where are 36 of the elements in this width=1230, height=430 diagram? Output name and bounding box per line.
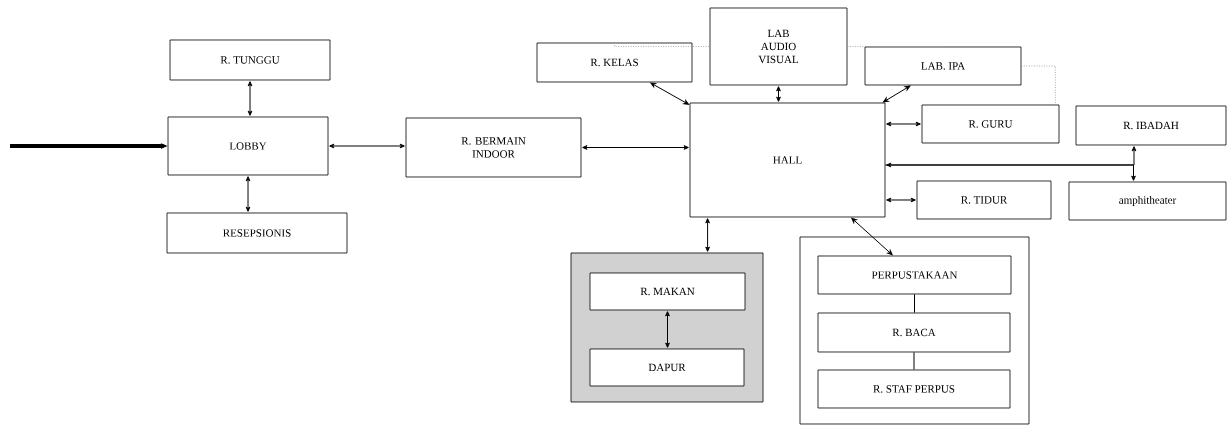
room-box: LAB. IPA — [864, 46, 1022, 86]
arrow — [776, 86, 781, 102]
room-box: R. GURU — [921, 104, 1060, 144]
connector-line — [913, 351, 915, 371]
arrow — [705, 218, 710, 252]
arrow — [884, 146, 1137, 166]
room-box: R. TUNGGU — [169, 39, 331, 81]
arrow — [886, 162, 1136, 181]
arrow — [329, 143, 405, 149]
arrow — [247, 81, 253, 116]
arrow — [650, 82, 689, 105]
room-box: RESEPSIONIS — [166, 212, 348, 254]
arrow — [582, 145, 689, 150]
room-box: LAB AUDIO VISUAL — [709, 7, 848, 86]
arrow — [886, 121, 921, 127]
room-box: R. MAKAN — [589, 272, 746, 311]
arrow — [886, 197, 916, 203]
room-box: R. IBADAH — [1075, 105, 1227, 146]
room-box: R. KELAS — [536, 42, 693, 83]
connector-line — [847, 46, 944, 47]
room-box: LOBBY — [167, 116, 329, 176]
arrow — [665, 311, 670, 348]
room-box: R. BACA — [817, 312, 1011, 353]
room-box: PERPUSTAKAAN — [817, 255, 1012, 295]
arrow — [245, 176, 251, 212]
connector-line — [1021, 65, 1056, 105]
room-box: R. BERMAIN INDOOR — [405, 117, 582, 178]
room-box: DAPUR — [589, 348, 745, 387]
connector-line — [614, 42, 710, 47]
room-box: HALL — [689, 102, 886, 218]
room-box: R. TIDUR — [916, 180, 1052, 220]
room-box: R. STAF PERPUS — [817, 369, 1011, 409]
connector-line — [914, 293, 915, 314]
room-box: amphitheater — [1068, 181, 1227, 221]
arrow — [851, 217, 893, 256]
arrow — [883, 85, 911, 103]
